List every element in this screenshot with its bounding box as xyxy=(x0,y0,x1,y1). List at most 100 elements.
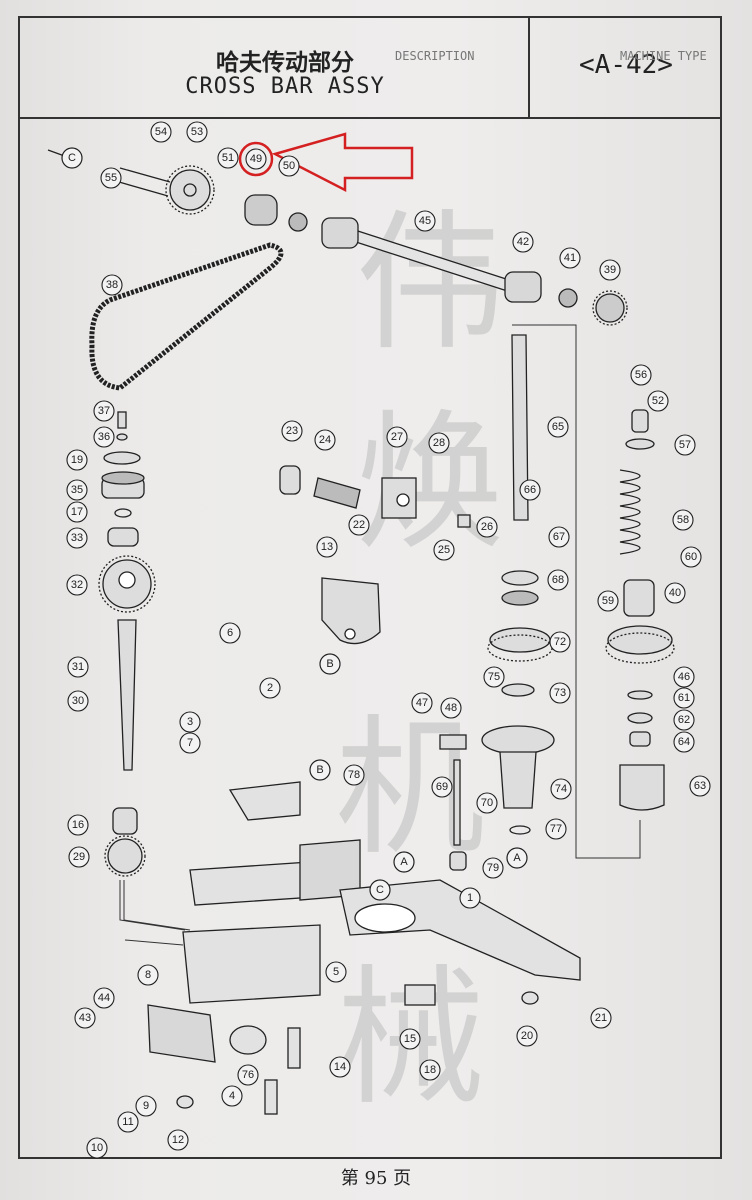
part-balloon-16 xyxy=(67,814,89,836)
part-balloon-27 xyxy=(386,426,408,448)
part-number-65: 65 xyxy=(552,421,564,433)
part-balloon-12 xyxy=(167,1129,189,1151)
part-balloon-79 xyxy=(482,857,504,879)
part-balloon-36 xyxy=(93,426,115,448)
title-english: CROSS BAR ASSY xyxy=(185,74,385,99)
block-27 xyxy=(381,477,417,519)
part-balloon-35 xyxy=(66,479,88,501)
cap-20 xyxy=(521,991,539,1005)
block-48 xyxy=(439,734,467,750)
part-number-33: 33 xyxy=(71,532,83,544)
view-marker-c xyxy=(61,147,83,169)
part-balloon-10 xyxy=(86,1137,108,1159)
center-bracket-assembly xyxy=(279,465,471,645)
part-balloon-52 xyxy=(647,390,669,412)
part-number-15: 15 xyxy=(404,1033,416,1045)
right-drive-column xyxy=(481,334,555,835)
part-balloon-1 xyxy=(459,887,481,909)
part-balloon-43 xyxy=(74,1007,96,1029)
part-number-19: 19 xyxy=(71,454,83,466)
part-number-23: 23 xyxy=(286,425,298,437)
part-number-16: 16 xyxy=(72,819,84,831)
part-number-18: 18 xyxy=(424,1064,436,1076)
pedal-link xyxy=(439,734,467,871)
part-balloon-3 xyxy=(179,711,201,733)
part-balloon-45 xyxy=(414,210,436,232)
part-balloon-78 xyxy=(343,764,365,786)
bearing-41 xyxy=(558,288,578,308)
sleeve-16 xyxy=(112,807,138,835)
part-number-51: 51 xyxy=(222,152,234,164)
part-balloons: 1234567891011121314151617181920212223242… xyxy=(66,121,711,1159)
part-balloon-49 xyxy=(245,148,267,170)
part-number-41: 41 xyxy=(564,252,576,264)
part-number-26: 26 xyxy=(481,521,493,533)
spring-stack xyxy=(605,409,675,811)
collar-68 xyxy=(501,570,539,586)
part-balloon-13 xyxy=(316,536,338,558)
part-balloon-41 xyxy=(559,247,581,269)
bolt xyxy=(264,1079,278,1115)
part-number-76: 76 xyxy=(242,1069,254,1081)
part-balloon-54 xyxy=(150,121,172,143)
part-number-55: 55 xyxy=(105,172,117,184)
part-balloon-39 xyxy=(599,259,621,281)
part-number-40: 40 xyxy=(669,587,681,599)
part-balloon-62 xyxy=(673,709,695,731)
part-balloon-20 xyxy=(516,1025,538,1047)
part-balloon-26 xyxy=(476,516,498,538)
part-number-75: 75 xyxy=(488,671,500,683)
part-balloon-48 xyxy=(440,697,462,719)
part-number-60: 60 xyxy=(685,551,697,563)
part-balloon-68 xyxy=(547,569,569,591)
bracket-2 xyxy=(228,781,301,821)
view-marker-a xyxy=(393,851,415,873)
part-balloon-64 xyxy=(673,731,695,753)
part-balloon-8 xyxy=(137,964,159,986)
view-marker-a xyxy=(506,847,528,869)
part-number-47: 47 xyxy=(416,697,428,709)
washer-19 xyxy=(103,451,141,465)
part-number-11: 11 xyxy=(122,1116,133,1128)
part-number-46: 46 xyxy=(678,671,690,683)
part-balloon-30 xyxy=(67,690,89,712)
drawing-frame xyxy=(18,119,722,1159)
clamp-15 xyxy=(404,984,436,1006)
part-balloon-21 xyxy=(590,1007,612,1029)
part-number-14: 14 xyxy=(334,1061,346,1073)
left-pulley-stack xyxy=(98,411,156,877)
part-balloon-70 xyxy=(476,792,498,814)
part-number-13: 13 xyxy=(321,541,333,553)
part-number-73: 73 xyxy=(554,687,566,699)
part-balloon-69 xyxy=(431,776,453,798)
part-balloon-53 xyxy=(186,121,208,143)
part-number-35: 35 xyxy=(71,484,83,496)
part-balloon-31 xyxy=(67,656,89,678)
part-number-77: 77 xyxy=(550,823,562,835)
part-number-74: 74 xyxy=(555,783,567,795)
bracket-8 xyxy=(147,1004,216,1063)
part-balloon-74 xyxy=(550,778,572,800)
part-number-37: 37 xyxy=(98,405,110,417)
part-balloon-28 xyxy=(428,432,450,454)
view-marker-b xyxy=(319,653,341,675)
part-number-39: 39 xyxy=(604,264,616,276)
part-number-79: 79 xyxy=(487,862,499,874)
view-marker-label: B xyxy=(326,658,333,670)
view-marker-label: A xyxy=(400,856,408,868)
ghost-text: MACHINE TYPE xyxy=(620,49,707,63)
callout-line xyxy=(512,324,641,859)
part-number-36: 36 xyxy=(98,431,110,443)
gear-29 xyxy=(107,838,143,874)
view-marker-label: C xyxy=(376,884,384,896)
part-number-57: 57 xyxy=(679,439,691,451)
part-number-67: 67 xyxy=(553,531,565,543)
part-number-68: 68 xyxy=(552,574,564,586)
clutch-63 xyxy=(619,764,665,811)
part-number-50: 50 xyxy=(283,160,295,172)
part-balloon-73 xyxy=(549,682,571,704)
part-number-44: 44 xyxy=(98,992,110,1004)
bearing-33 xyxy=(107,527,139,547)
